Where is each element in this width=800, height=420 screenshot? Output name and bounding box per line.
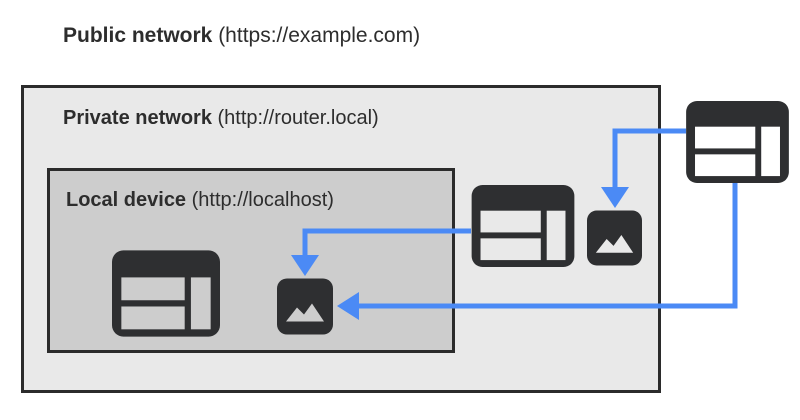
private-image-resource-icon xyxy=(587,210,642,266)
public-network-name: Public network xyxy=(63,24,213,47)
public-browser-window-icon xyxy=(686,101,789,183)
local-image-resource-icon xyxy=(277,278,333,335)
private-browser-window-icon xyxy=(471,185,575,267)
local-device-label: Local device (http://localhost) xyxy=(66,189,334,212)
local-browser-window-icon xyxy=(112,250,220,337)
local-device-name: Local device xyxy=(66,189,187,211)
private-network-url: (http://router.local) xyxy=(211,107,379,129)
public-network-url: (https://example.com) xyxy=(212,24,421,47)
private-network-name: Private network xyxy=(63,107,212,129)
private-network-label: Private network (http://router.local) xyxy=(63,107,379,130)
public-network-label: Public network (https://example.com) xyxy=(63,24,420,48)
local-device-url: (http://localhost) xyxy=(186,189,334,211)
